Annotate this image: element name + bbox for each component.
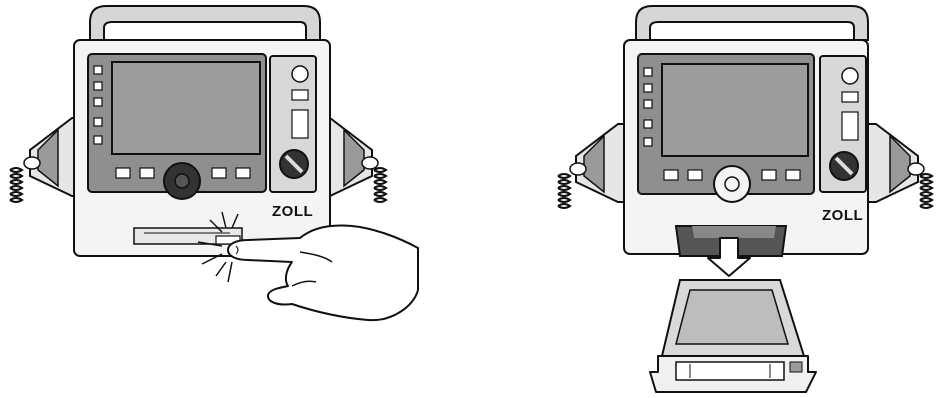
soft-key [94,118,102,126]
right-paddle-right [862,124,932,208]
indicator-circle [842,68,858,84]
hand [228,226,418,321]
recorder-paper-tray [650,280,816,392]
soft-key [94,82,102,90]
soft-key [644,68,652,76]
brand-label: ZOLL [822,207,863,224]
right-defibrillator: ZOLL [558,6,932,256]
right-paddle-left [558,124,632,208]
soft-key [644,138,652,146]
panel-button [140,168,154,178]
panel-button [212,168,226,178]
carry-handle [90,6,320,40]
soft-key [644,120,652,128]
carry-handle [636,6,868,40]
panel-button [664,170,678,180]
soft-key [644,100,652,108]
indicator-slot-tall [292,110,308,138]
panel-button [762,170,776,180]
indicator-circle [292,66,308,82]
soft-key [94,136,102,144]
panel-button [116,168,130,178]
soft-key [94,98,102,106]
left-defibrillator: ZOLL [10,6,386,256]
indicator-slot [292,90,308,100]
display-screen [662,64,808,156]
brand-label: ZOLL [272,203,313,220]
panel-button [688,170,702,180]
indicator-slot-tall [842,112,858,140]
panel-button [236,168,250,178]
panel-button [786,170,800,180]
indicator-slot [842,92,858,102]
display-screen [112,62,260,154]
soft-key [94,66,102,74]
soft-key [644,84,652,92]
